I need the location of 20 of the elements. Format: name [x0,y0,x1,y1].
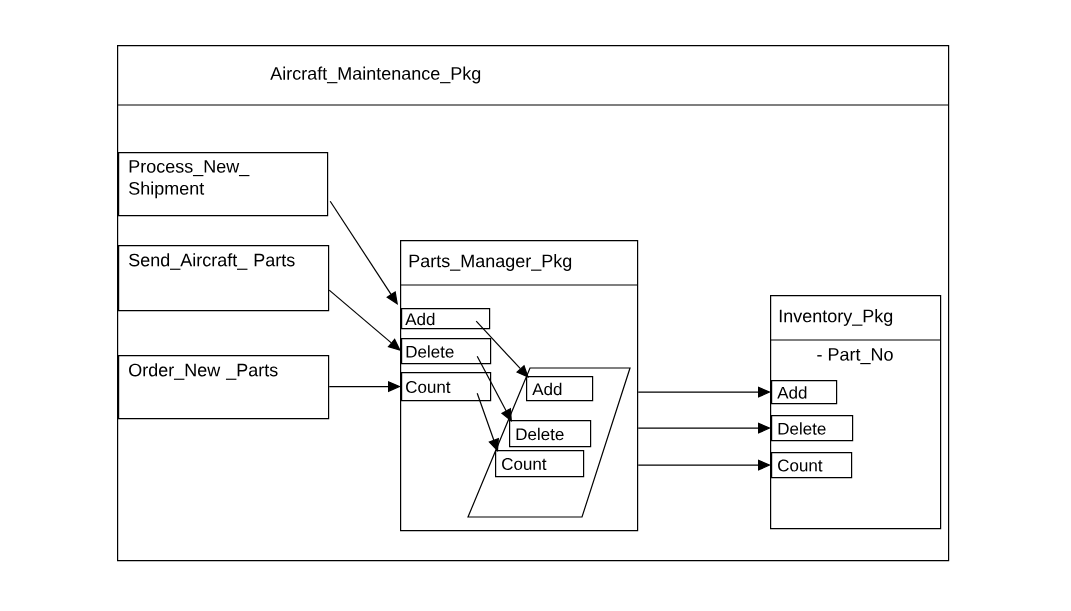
operation-box: Count [495,450,585,478]
subprogram-box: Process_New_ Shipment [118,152,329,217]
operation-box: Count [771,452,853,479]
arrow [329,200,398,305]
operation-box: Delete [771,415,854,442]
operation-box: Delete [509,420,592,448]
arrow [637,386,771,398]
operation-box: Add [526,376,594,402]
arrow [476,392,499,452]
operation-box: Add [401,308,491,330]
arrow [476,355,512,422]
subprogram-box: Send_Aircraft_ Parts [118,245,330,312]
operation-box: Delete [401,338,492,365]
parallelogram-shape [467,367,631,518]
arrow [637,422,771,434]
arrow [475,320,529,378]
operation-box: Count [401,372,492,402]
arrow [637,459,771,471]
subprogram-box: Order_New _Parts [118,355,330,420]
operation-box: Add [771,380,838,405]
